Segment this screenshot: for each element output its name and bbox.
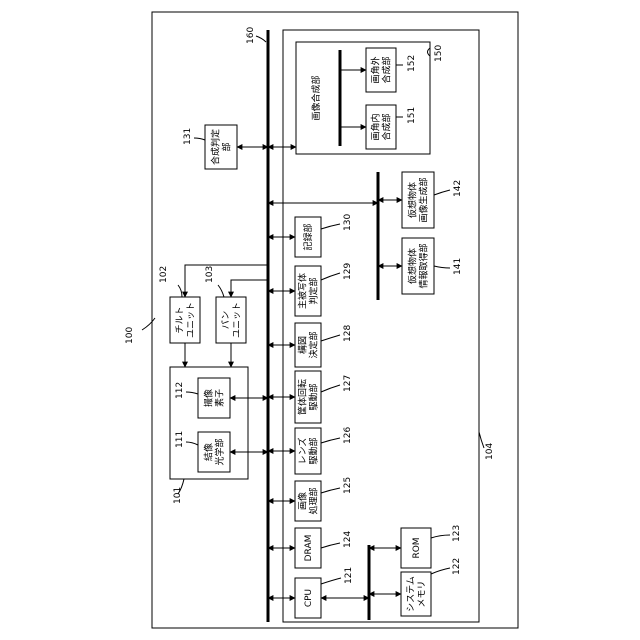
label-cpu: CPU (304, 589, 314, 607)
numeral-126: 126 (343, 427, 353, 444)
label-line: 決定部 (308, 331, 320, 358)
numeral-152: 152 (407, 55, 417, 72)
label-lens-drive: レンズ駆動部 (297, 437, 320, 464)
label-virtual-image: 仮想物体画像生成部 (407, 177, 430, 222)
label-line: 仮想物体 (407, 248, 419, 284)
label-image-processing: 画像処理部 (297, 487, 320, 514)
numeral-131: 131 (183, 128, 193, 145)
numeral-101: 101 (173, 487, 183, 504)
label-line: 記録部 (302, 223, 314, 250)
label-out-angle: 画角外合成部 (370, 56, 393, 83)
numeral-151: 151 (407, 107, 417, 124)
numeral-102: 102 (159, 266, 169, 283)
label-line: 結像 (203, 443, 215, 461)
label-line: 画像生成部 (418, 177, 430, 222)
label-line: 仮想物体 (407, 182, 419, 218)
label-line: チルト (175, 306, 186, 333)
label-line: 合成部 (381, 56, 393, 83)
label-imaging-element: 撮像素子 (203, 389, 226, 407)
numeral-125: 125 (343, 477, 353, 494)
label-pan-unit: パンユニット (221, 302, 243, 338)
label-line: ROM (412, 537, 422, 558)
device-frame (152, 12, 518, 628)
label-line: 情報取得部 (418, 243, 430, 288)
label-line: パン (221, 311, 232, 329)
numeral-111: 111 (175, 431, 185, 448)
label-line: 合成判定 (210, 129, 222, 165)
numeral-121: 121 (344, 567, 354, 584)
label-rotation-drive: 筐体回転駆動部 (297, 379, 320, 415)
label-line: 構図 (297, 336, 309, 354)
label-line: 筐体回転 (297, 379, 309, 415)
label-line: ユニット (233, 302, 243, 338)
label-line: 素子 (214, 389, 226, 407)
label-dram: DRAM (304, 535, 314, 562)
numeral-122: 122 (452, 558, 462, 575)
numeral-124: 124 (343, 531, 353, 548)
numeral-150: 150 (434, 45, 444, 62)
label-composition: 構図決定部 (297, 331, 320, 358)
numeral-103: 103 (205, 266, 215, 283)
label-line: 画角内 (370, 113, 382, 140)
label-line: 撮像 (203, 389, 215, 407)
numeral-130: 130 (343, 214, 353, 231)
label-line: 処理部 (308, 487, 320, 514)
label-line: 画角外 (370, 56, 382, 83)
numeral-129: 129 (343, 263, 353, 280)
numeral-128: 128 (343, 325, 353, 342)
numeral-142: 142 (453, 180, 463, 197)
numeral-160: 160 (246, 27, 256, 44)
label-line: CPU (304, 589, 314, 607)
label-in-angle: 画角内合成部 (370, 113, 393, 140)
numeral-123: 123 (452, 525, 462, 542)
numeral-104: 104 (485, 443, 495, 460)
label-line: メモリ (418, 580, 428, 607)
label-line: 画像 (297, 492, 309, 510)
label-line: 主被写体 (297, 273, 309, 309)
label-line: 合成部 (381, 113, 393, 140)
label-line: 画像合成部 (310, 75, 322, 120)
label-line: DRAM (304, 535, 314, 562)
numeral-141: 141 (453, 258, 463, 275)
label-line: システム (406, 576, 417, 612)
label-line: 駆動部 (308, 437, 320, 464)
label-image-synthesis: 画像合成部 (310, 75, 322, 120)
label-recording: 記録部 (302, 223, 314, 250)
label-rom: ROM (412, 537, 422, 558)
label-line: レンズ (297, 438, 309, 465)
label-tilt-unit: チルトユニット (175, 302, 197, 338)
label-synthesis-judge: 合成判定部 (210, 129, 233, 165)
label-imaging-optics: 結像光学部 (203, 438, 226, 465)
block-labels: CPUDRAM画像処理部レンズ駆動部筐体回転駆動部構図決定部主被写体判定部記録部… (175, 56, 430, 611)
label-line: 駆動部 (308, 383, 320, 410)
numeral-127: 127 (343, 375, 353, 392)
label-line: 部 (221, 142, 233, 151)
label-line: 判定部 (308, 277, 320, 304)
label-line: ユニット (187, 302, 197, 338)
label-main-subject: 主被写体判定部 (297, 273, 320, 309)
label-virtual-info: 仮想物体情報取得部 (407, 243, 430, 288)
label-system-memory: システムメモリ (406, 576, 428, 612)
numeral-100: 100 (125, 327, 135, 344)
numeral-112: 112 (175, 382, 185, 399)
label-line: 光学部 (214, 438, 226, 465)
